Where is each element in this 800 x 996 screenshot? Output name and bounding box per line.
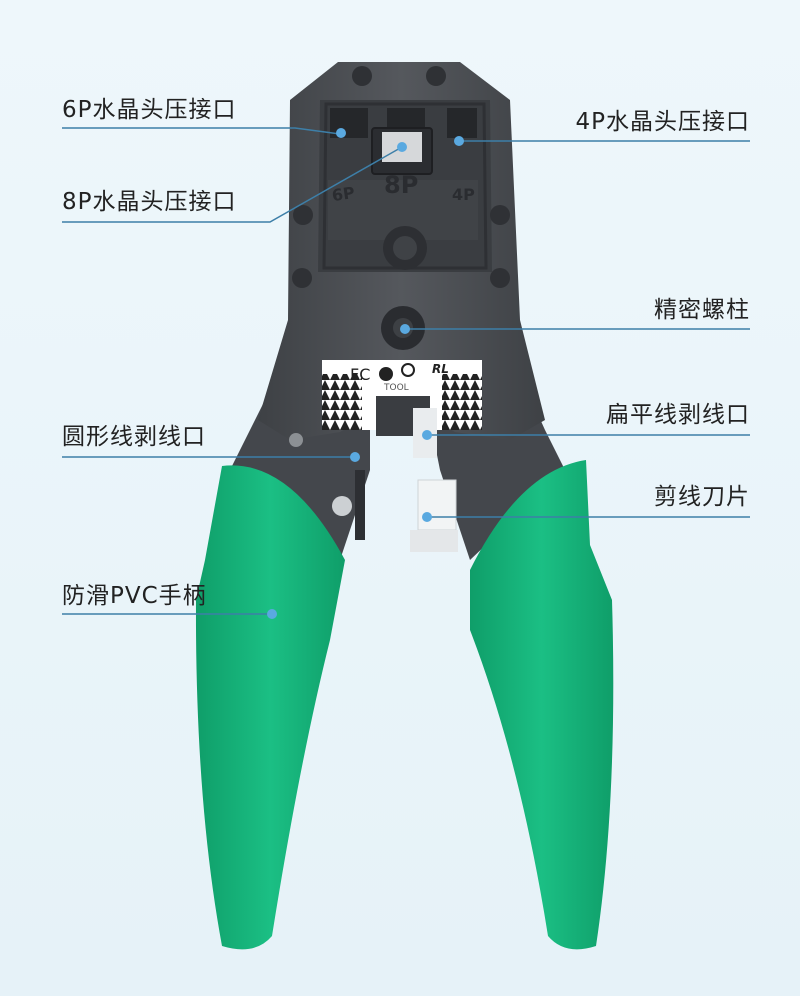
leader-lines <box>62 127 750 615</box>
dot-handle <box>267 609 277 619</box>
label-8p-port: 8P水晶头压接口 <box>62 189 237 215</box>
leader-6p <box>62 127 341 135</box>
marking-tool: TOOL <box>383 383 409 393</box>
callout-dots <box>267 128 464 619</box>
label-4p-port: 4P水晶头压接口 <box>575 109 750 135</box>
dot-4p <box>454 136 464 146</box>
dot-flat-stripper <box>422 430 432 440</box>
label-screw: 精密螺柱 <box>654 297 750 323</box>
leader-8p <box>62 146 403 223</box>
dot-round-stripper <box>350 452 360 462</box>
label-cutter-blade: 剪线刀片 <box>654 484 750 510</box>
dot-6p <box>336 128 346 138</box>
marking-4p: 4P <box>452 185 475 204</box>
head-markings: 6P 8P 4P FC RL TOOL <box>331 171 475 393</box>
dot-cutter-blade <box>422 512 432 522</box>
dot-screw <box>400 324 410 334</box>
marking-rl: RL <box>432 362 449 376</box>
marking-fc: FC <box>350 365 370 384</box>
marking-6p: 6P <box>331 183 357 205</box>
green-handles <box>195 460 614 950</box>
ce-mark-icon <box>379 367 393 381</box>
label-round-stripper: 圆形线剥线口 <box>62 424 206 450</box>
certification-mark-icon <box>401 363 415 377</box>
label-handle: 防滑PVC手柄 <box>62 583 207 609</box>
dot-8p <box>397 142 407 152</box>
label-6p-port: 6P水晶头压接口 <box>62 97 237 123</box>
marking-8p: 8P <box>384 171 418 199</box>
label-flat-stripper: 扁平线剥线口 <box>606 402 750 428</box>
